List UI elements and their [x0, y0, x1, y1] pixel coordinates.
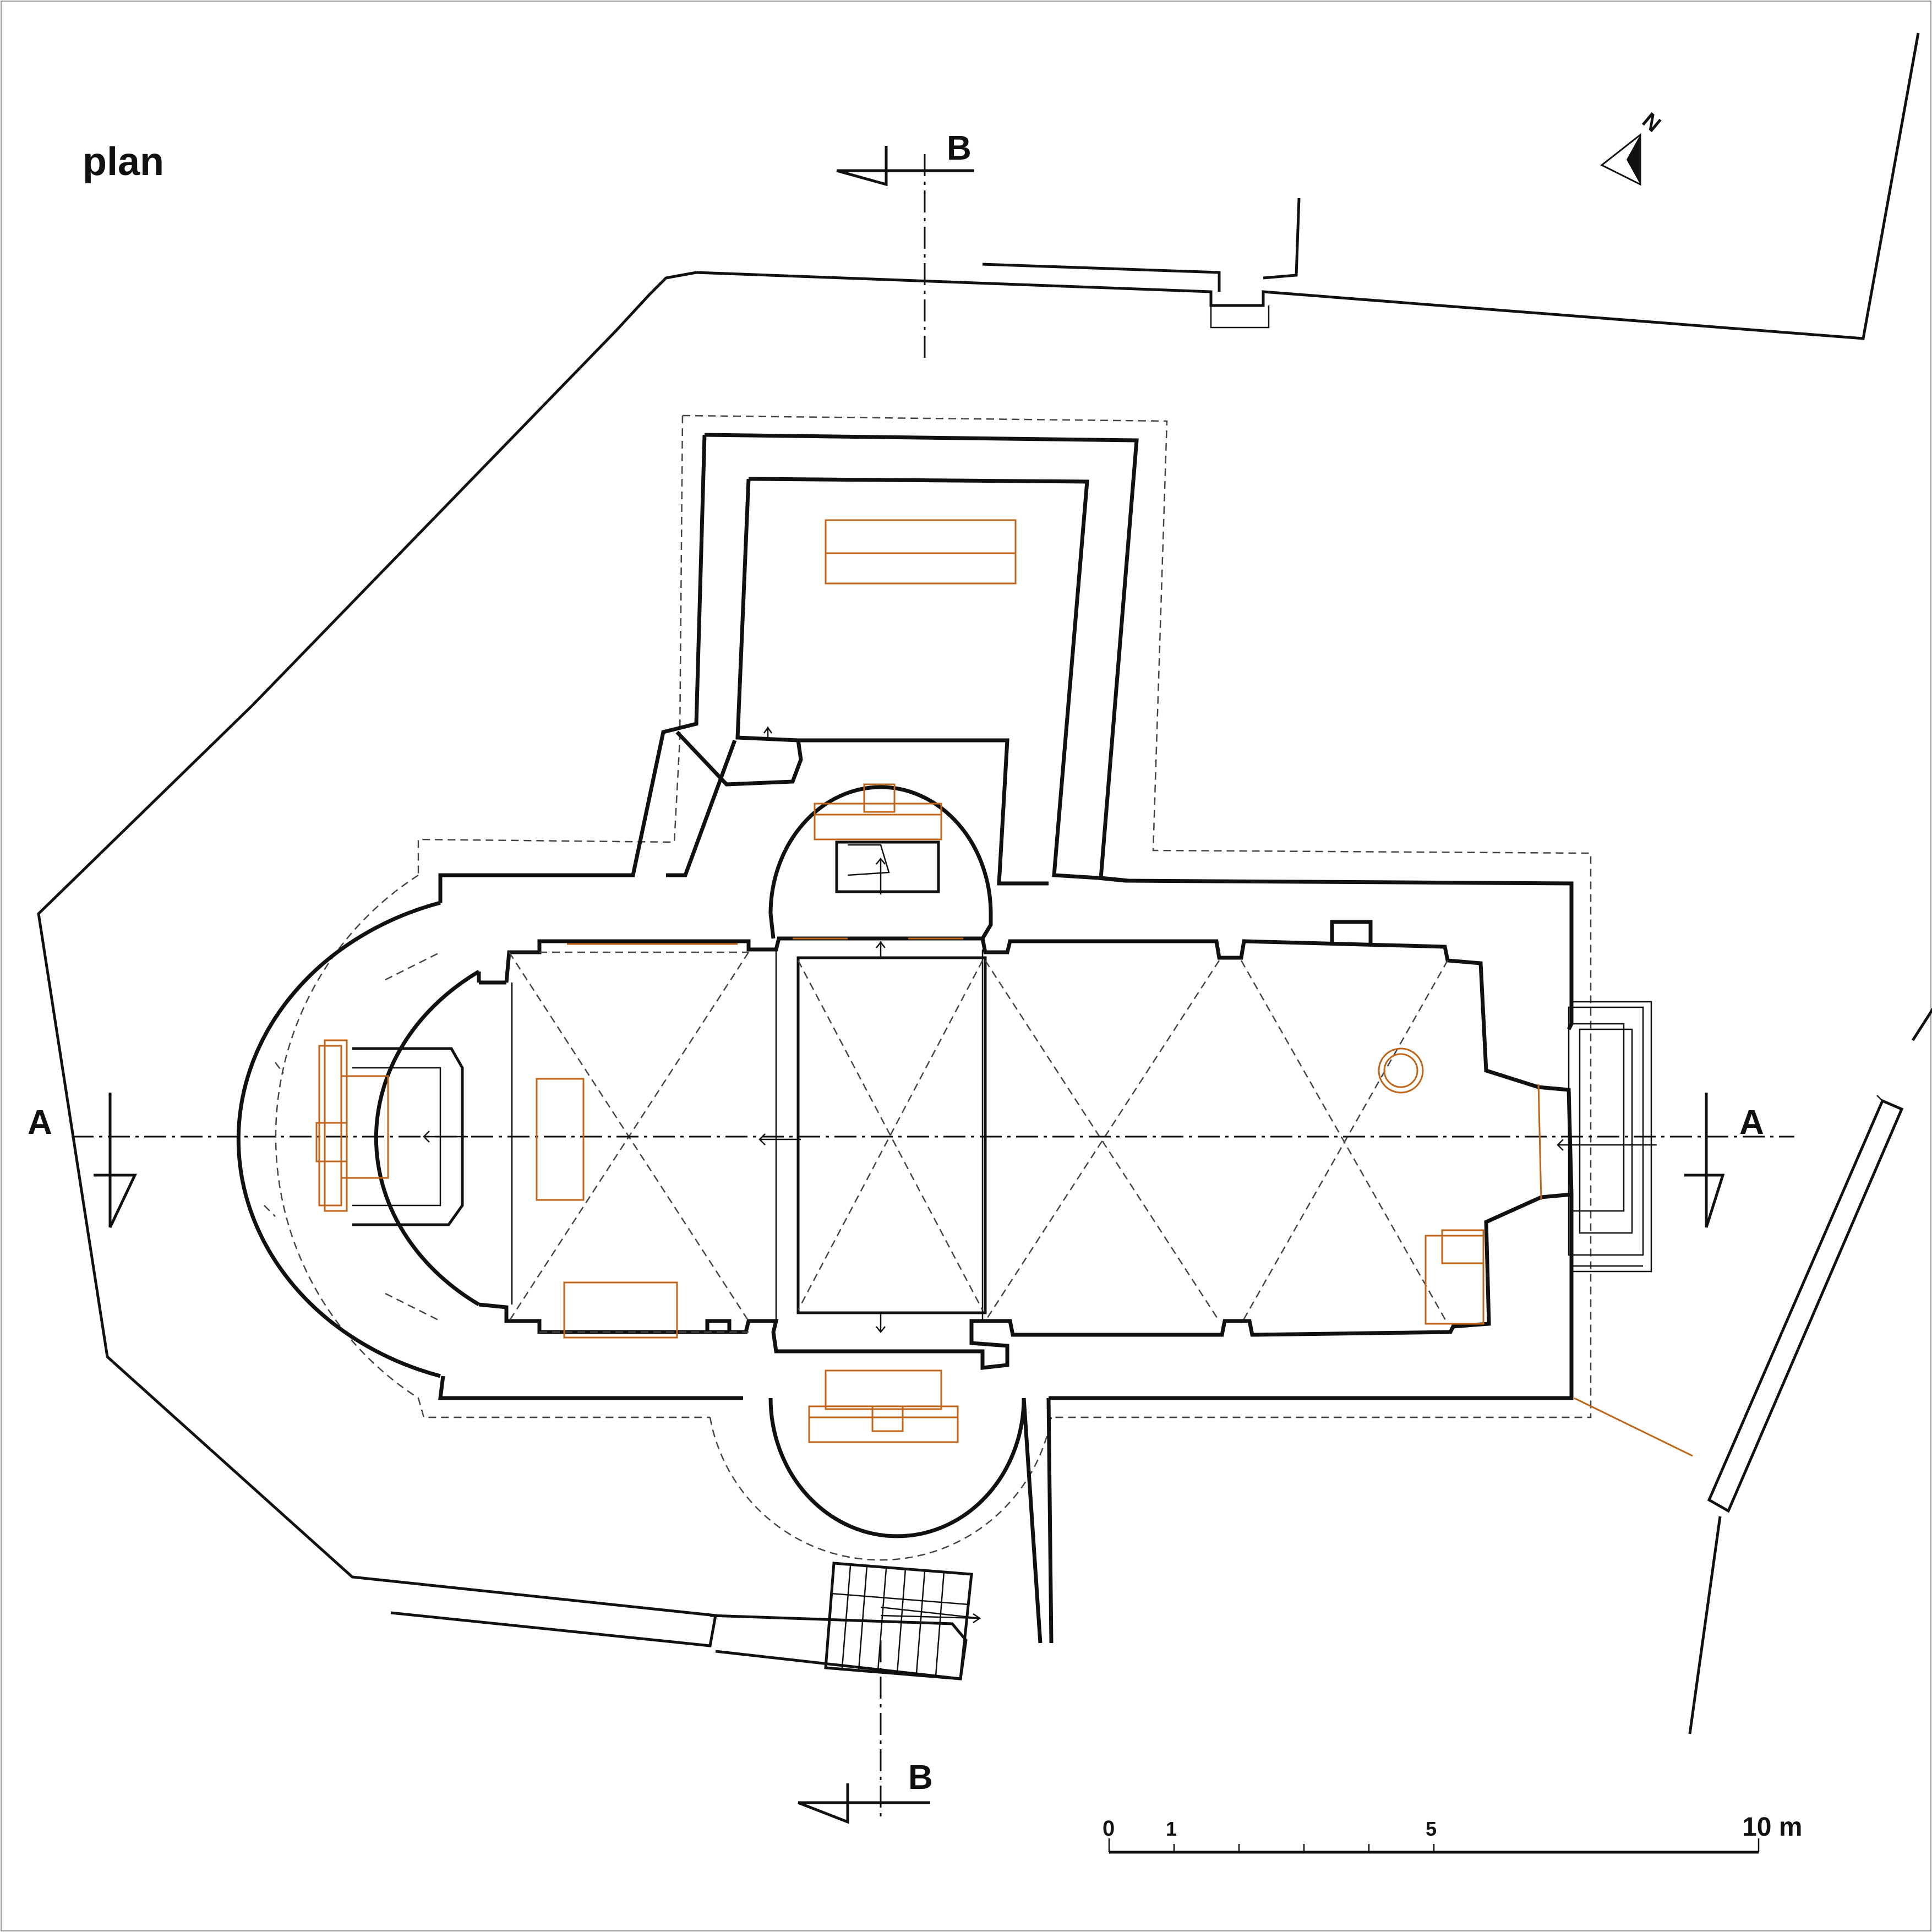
- entrance-stairs: [824, 1562, 980, 1680]
- plan-title: plan: [83, 140, 164, 184]
- furnishings: [315, 519, 1693, 1457]
- north-arrow-icon: N: [1600, 108, 1666, 186]
- scale-bar: 0 1 5 10 m: [1103, 1813, 1802, 1854]
- baptismal-font-icon: [1378, 1047, 1424, 1094]
- tomb-nave-south: [563, 1281, 678, 1339]
- tomb-north-annex: [825, 519, 1017, 585]
- vault-diagonals: [264, 951, 1449, 1333]
- secondary-outlines: [511, 844, 1652, 1321]
- precinct-wall: [37, 32, 1932, 1734]
- section-lines: A A B B: [28, 129, 1794, 1824]
- scale-tick-0: 0: [1103, 1816, 1115, 1841]
- north-label: N: [1638, 108, 1665, 137]
- scale-tick-1: 1: [1166, 1818, 1177, 1840]
- scale-tick-10: 10 m: [1742, 1813, 1802, 1842]
- scale-tick-5: 5: [1426, 1818, 1437, 1840]
- direction-arrows: [423, 726, 1657, 1624]
- church-walls: [236, 433, 1574, 1644]
- section-a-left-label: A: [28, 1104, 52, 1142]
- tomb-nave-west: [536, 1078, 585, 1201]
- section-a-right-label: A: [1739, 1104, 1764, 1142]
- section-b-bottom-label: B: [908, 1759, 933, 1797]
- section-b-top-label: B: [947, 129, 972, 167]
- foundation-outline: [275, 414, 1592, 1561]
